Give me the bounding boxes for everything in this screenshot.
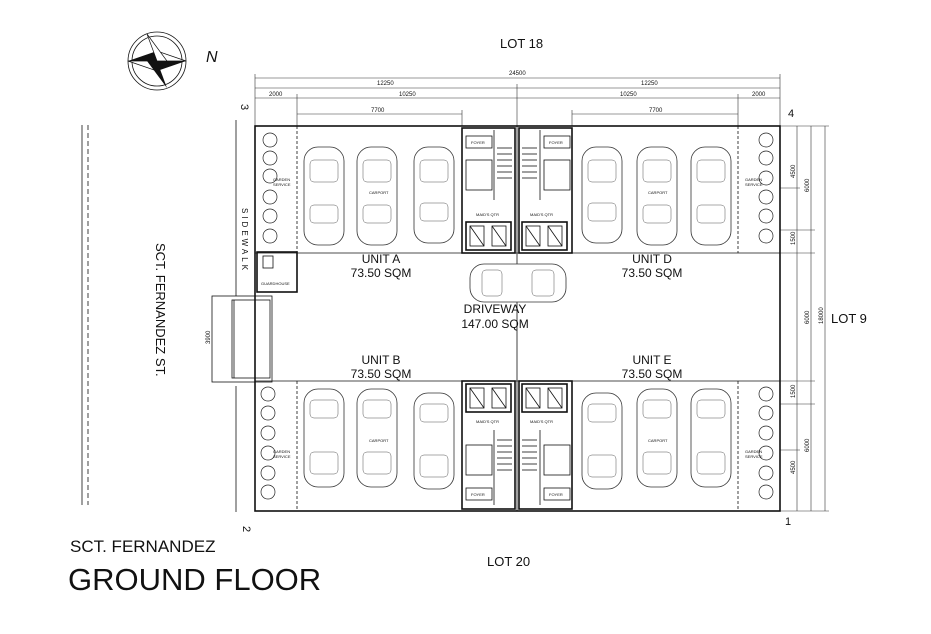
unit-e-name: UNIT E bbox=[632, 353, 671, 367]
driveway-name: DRIVEWAY bbox=[464, 302, 527, 316]
service-label-b: SERVICE bbox=[273, 454, 291, 459]
foyer-label-d: FOYER bbox=[549, 140, 563, 145]
guardhouse bbox=[256, 251, 298, 293]
unit-d-name: UNIT D bbox=[632, 252, 672, 266]
car-unit-a-3 bbox=[413, 146, 455, 244]
dim-garden-left: 2000 bbox=[269, 92, 283, 98]
car-unit-a-2 bbox=[356, 146, 398, 246]
sidewalk-label: SIDEWALK bbox=[240, 208, 249, 273]
car-unit-b-3 bbox=[413, 392, 455, 490]
car-driveway bbox=[469, 263, 567, 303]
garden-label-b: GARDEN bbox=[273, 449, 290, 454]
core-unit-a bbox=[461, 127, 516, 254]
guardhouse-label: GUARDHOUSE bbox=[261, 281, 290, 286]
foyer-label-b: FOYER bbox=[471, 492, 485, 497]
core-unit-b bbox=[461, 380, 516, 510]
maids-label-d: MAID'S QTR bbox=[530, 212, 553, 217]
car-unit-d-2 bbox=[636, 146, 678, 246]
north-label: N bbox=[206, 49, 218, 66]
main-gate bbox=[211, 295, 273, 383]
corner-1: 1 bbox=[785, 516, 791, 528]
dim-right-c: 1500 bbox=[791, 231, 797, 245]
dim-right-b: 6000 bbox=[805, 178, 811, 192]
dim-carport-left: 7700 bbox=[371, 108, 385, 114]
maids-label-a: MAID'S QTR bbox=[476, 212, 499, 217]
carport-label-e: CARPORT bbox=[648, 438, 668, 443]
core-unit-e bbox=[518, 380, 573, 510]
garden-trees-right-top bbox=[758, 132, 774, 244]
foyer-label-a: FOYER bbox=[471, 140, 485, 145]
dim-right-f: 4500 bbox=[791, 460, 797, 474]
corner-4: 4 bbox=[788, 108, 794, 120]
garden-label-d: GARDEN bbox=[745, 177, 762, 182]
dim-right-a: 4500 bbox=[791, 164, 797, 178]
dim-span-right: 10250 bbox=[620, 92, 637, 98]
dim-right-d: 1500 bbox=[791, 384, 797, 398]
dim-half-right: 12250 bbox=[641, 81, 658, 87]
lot-right-label: LOT 9 bbox=[831, 311, 867, 326]
car-unit-e-2 bbox=[636, 388, 678, 488]
foyer-label-e: FOYER bbox=[549, 492, 563, 497]
corner-3: 3 bbox=[238, 104, 250, 110]
property-outline bbox=[254, 125, 781, 512]
dim-gate: 3900 bbox=[206, 330, 212, 344]
car-unit-e-3 bbox=[690, 388, 732, 488]
carport-label-b: CARPORT bbox=[369, 438, 389, 443]
right-dimensions bbox=[780, 125, 829, 512]
car-unit-b-1 bbox=[303, 388, 345, 488]
unit-d-area: 73.50 SQM bbox=[622, 266, 683, 280]
garden-trees-left-top bbox=[262, 132, 278, 244]
dim-carport-right: 7700 bbox=[649, 108, 663, 114]
unit-b-area: 73.50 SQM bbox=[351, 367, 412, 381]
lot-bottom-label: LOT 20 bbox=[487, 554, 530, 569]
dim-garden-right: 2000 bbox=[752, 92, 766, 98]
garden-trees-right-bottom bbox=[758, 386, 774, 500]
garden-trees-left-bottom bbox=[260, 386, 276, 500]
car-unit-d-3 bbox=[690, 146, 732, 246]
dim-right-e: 6000 bbox=[805, 438, 811, 452]
maids-label-b: MAID'S QTR bbox=[476, 419, 499, 424]
service-label-d: SERVICE bbox=[745, 182, 763, 187]
dim-right-mid: 6000 bbox=[805, 310, 811, 324]
car-unit-a-1 bbox=[303, 146, 345, 246]
street-name: SCT. FERNANDEZ ST. bbox=[153, 243, 168, 377]
unit-b-name: UNIT B bbox=[361, 353, 400, 367]
carport-label-d: CARPORT bbox=[648, 190, 668, 195]
dim-overall: 24500 bbox=[509, 71, 526, 77]
dim-half-left: 12250 bbox=[377, 81, 394, 87]
service-label-a: SERVICE bbox=[273, 182, 291, 187]
car-unit-d-1 bbox=[581, 146, 623, 244]
garden-label-a: GARDEN bbox=[273, 177, 290, 182]
corner-2: 2 bbox=[240, 526, 252, 532]
dim-right-total: 18000 bbox=[819, 307, 825, 324]
north-arrow-icon bbox=[127, 31, 187, 91]
project-title: SCT. FERNANDEZ bbox=[70, 537, 215, 556]
lot-top-label: LOT 18 bbox=[500, 36, 543, 51]
drawing-title: GROUND FLOOR bbox=[68, 562, 321, 597]
top-dimensions bbox=[254, 74, 781, 126]
driveway-area: 147.00 SQM bbox=[461, 317, 528, 331]
service-label-e: SERVICE bbox=[745, 454, 763, 459]
car-unit-b-2 bbox=[356, 388, 398, 488]
car-unit-e-1 bbox=[581, 392, 623, 490]
unit-e-area: 73.50 SQM bbox=[622, 367, 683, 381]
maids-label-e: MAID'S QTR bbox=[530, 419, 553, 424]
core-unit-d bbox=[518, 127, 573, 254]
unit-a-area: 73.50 SQM bbox=[351, 266, 412, 280]
dim-span-left: 10250 bbox=[399, 92, 416, 98]
unit-a-name: UNIT A bbox=[362, 252, 400, 266]
garden-label-e: GARDEN bbox=[745, 449, 762, 454]
carport-label-a: CARPORT bbox=[369, 190, 389, 195]
